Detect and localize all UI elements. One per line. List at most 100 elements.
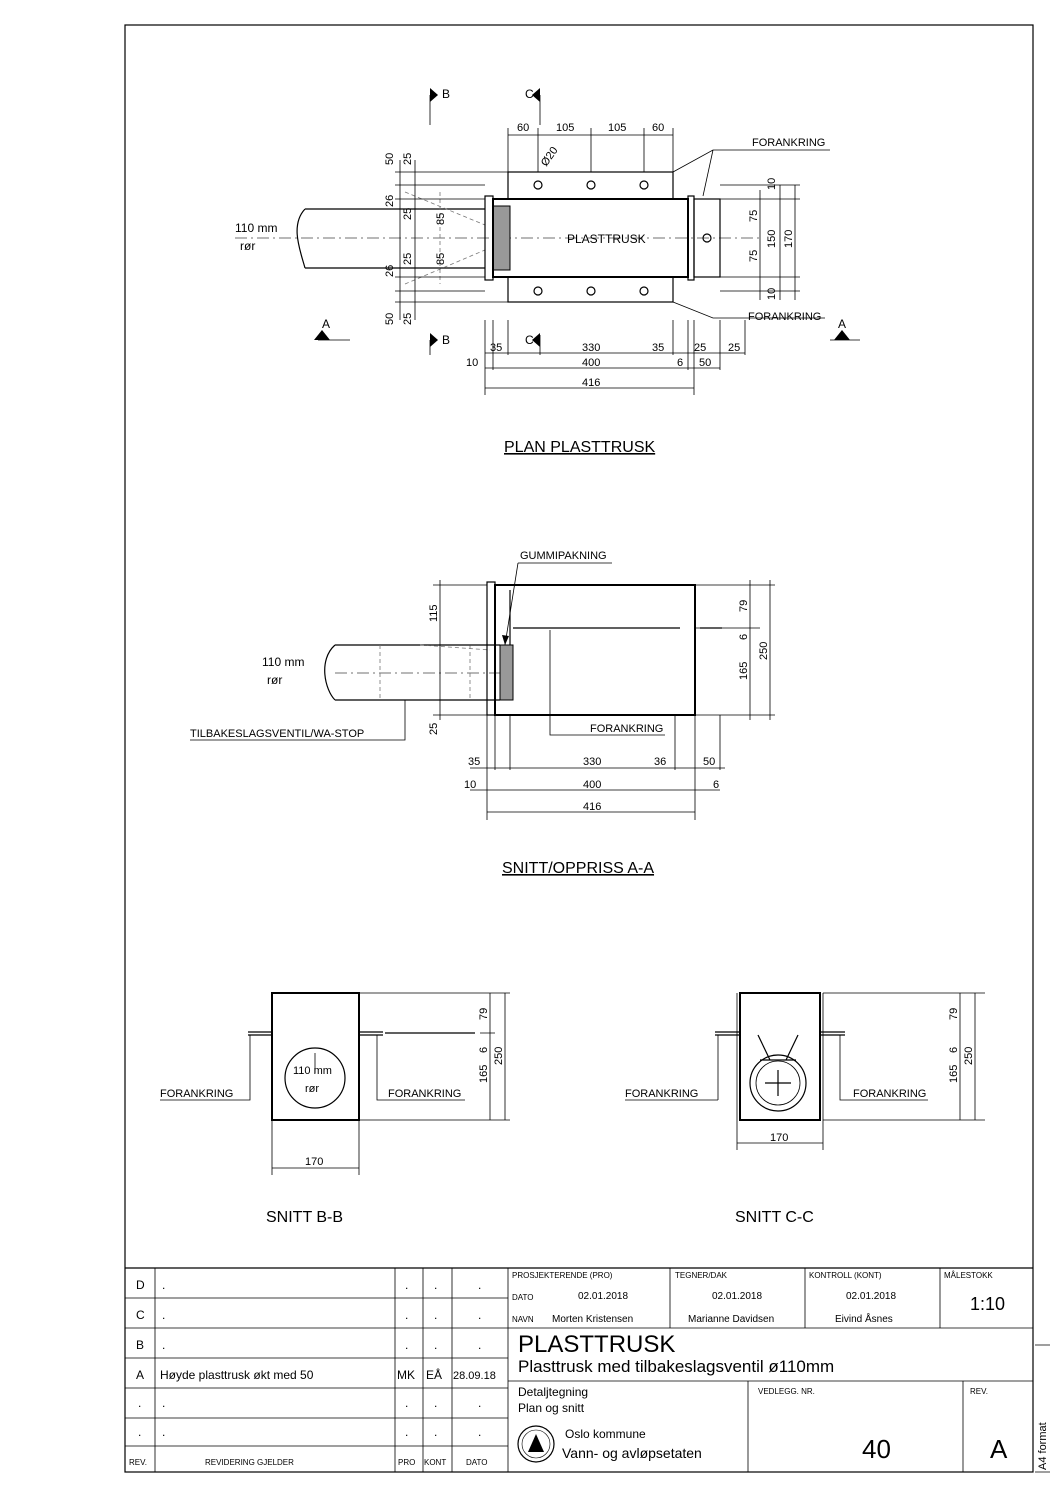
bb-body	[271, 992, 360, 1121]
cc-dim-right-0: 79	[948, 1008, 960, 1020]
rev-row-2-rev: B	[136, 1338, 144, 1352]
tb-kontroll-label: KONTROLL (KONT)	[809, 1271, 882, 1280]
plan-dim-b1-2: 35	[652, 342, 664, 354]
plan-title: PLAN PLASTTRUSK	[504, 439, 655, 456]
bb-dim-right-0: 79	[478, 1008, 490, 1020]
aa-dim-right-2: 165	[738, 662, 750, 680]
rev-row-1-dato: .	[478, 1308, 481, 1322]
bb-dim-right-3: 250	[493, 1047, 505, 1065]
plan-dim-top-3: 60	[652, 122, 664, 134]
plan-dims-right: 10 75 150 170 75 10	[748, 178, 795, 300]
plan-section-b-top: B	[442, 87, 450, 101]
bb-pipe-1: 110 mm	[293, 1065, 332, 1077]
plan-dim-l-0: 50	[384, 153, 396, 165]
plan-dim-l-4: 85	[435, 213, 447, 225]
sheet-border	[124, 24, 1034, 1473]
rev-row-4-text: .	[162, 1396, 165, 1410]
rev-row-5-dato: .	[478, 1425, 481, 1439]
rev-row-4-kont: .	[434, 1396, 437, 1410]
aa-dim-r2-1: 400	[583, 779, 601, 791]
tb-dato-label: DATO	[512, 1293, 533, 1302]
tb-subtitle: Plasttrusk med tilbakeslagsventil ø110mm	[518, 1357, 834, 1376]
aa-anchor-label: FORANKRING	[590, 723, 663, 735]
tb-pro-navn: Morten Kristensen	[552, 1314, 633, 1325]
tb-rev-label: REV.	[970, 1387, 988, 1396]
rev-row-1-rev: C	[136, 1308, 145, 1322]
plan-anchor-plate-top	[507, 171, 674, 200]
plan-dim-b2-0: 10	[466, 357, 478, 369]
plan-dim-b2-1: 400	[582, 357, 600, 369]
rev-row-3: A Høyde plasttrusk økt med 50 MK EÅ 28.0…	[136, 1367, 496, 1382]
oslo-kommune-logo-icon	[517, 1425, 555, 1463]
aa-dim-r1-2: 36	[654, 756, 666, 768]
section-cc-view: FORANKRING FORANKRING 79 6 165 250 170 S…	[625, 992, 985, 1226]
cc-body	[739, 992, 821, 1121]
aa-dim-r2-2: 6	[713, 779, 719, 791]
rev-row-0-pro: .	[405, 1278, 408, 1292]
aa-title: SNITT/OPPRISS A-A	[502, 860, 654, 877]
rev-row-3-dato: 28.09.18	[453, 1370, 496, 1382]
rev-row-4: . . . . .	[138, 1396, 481, 1410]
plan-dim-r-0: 10	[766, 178, 778, 190]
plan-dim-b2-3: 50	[699, 357, 711, 369]
aa-valve-label: TILBAKESLAGSVENTIL/WA-STOP	[190, 728, 364, 740]
aa-dim-left-0: 115	[428, 604, 440, 622]
bb-width: 170	[305, 1156, 323, 1168]
aa-body	[494, 584, 696, 716]
rev-row-5-pro: .	[405, 1425, 408, 1439]
rev-row-5-text: .	[162, 1425, 165, 1439]
rev-row-3-rev: A	[136, 1368, 144, 1382]
aa-dim-right-1: 6	[738, 634, 750, 640]
cc-pipe-circle	[749, 1054, 807, 1112]
bb-anchor-right: FORANKRING	[388, 1088, 461, 1100]
rev-row-4-dato: .	[478, 1396, 481, 1410]
rev-row-0-text: .	[162, 1278, 165, 1292]
section-bb-view: FORANKRING FORANKRING 110 mm rør 79 6 16…	[160, 992, 510, 1226]
rev-row-0-rev: D	[136, 1278, 145, 1292]
tb-main-title: PLASTTRUSK	[518, 1331, 675, 1358]
plan-dim-r-5: 10	[766, 288, 778, 300]
rev-row-1-text: .	[162, 1308, 165, 1322]
plan-dim-l-8: 50	[384, 313, 396, 325]
cc-dim-right-2: 165	[948, 1065, 960, 1083]
plan-section-a-right: A	[838, 317, 846, 331]
bb-pipe-2: rør	[305, 1083, 319, 1095]
tb-vedlegg-label: VEDLEGG. NR.	[758, 1387, 815, 1396]
plan-dim-r-3: 170	[783, 230, 795, 248]
tb-kont-dato: 02.01.2018	[846, 1291, 896, 1302]
aa-gasket	[499, 644, 514, 701]
aa-dim-right-0: 79	[738, 600, 750, 612]
plan-dims-bottom: 35 330 35 25 25 10 400 6 50 416	[466, 342, 740, 389]
plan-dim-l-3: 25	[402, 208, 414, 220]
tb-org-1: Oslo kommune	[565, 1427, 646, 1441]
rev-row-4-pro: .	[405, 1396, 408, 1410]
tb-line4: Plan og snitt	[518, 1401, 585, 1415]
tb-rev-value: A	[990, 1434, 1008, 1464]
tb-org-2: Vann- og avløpsetaten	[562, 1445, 702, 1461]
rev-row-1-kont: .	[434, 1308, 437, 1322]
rev-row-2-pro: .	[405, 1338, 408, 1352]
plan-dim-l-7: 26	[384, 265, 396, 277]
plan-dim-top-1: 105	[556, 122, 574, 134]
tb-malestokk-label: MÅLESTOKK	[944, 1271, 993, 1280]
plan-section-b-bottom: B	[442, 333, 450, 347]
rev-header-dato: DATO	[466, 1458, 487, 1467]
plan-dim-r-1: 75	[748, 210, 760, 222]
plan-section-a-left: A	[322, 317, 330, 331]
rev-row-3-text: Høyde plasttrusk økt med 50	[160, 1368, 314, 1382]
cc-anchor-right: FORANKRING	[853, 1088, 926, 1100]
plan-dims-top: 60 105 105 60	[517, 122, 664, 134]
rev-row-3-pro: MK	[397, 1368, 415, 1382]
plan-section-c-top: C	[525, 87, 534, 101]
cc-anchor-left: FORANKRING	[625, 1088, 698, 1100]
rev-row-2: B . . . .	[136, 1338, 481, 1352]
tb-kont-navn: Eivind Åsnes	[835, 1312, 893, 1325]
rev-row-5: . . . . .	[138, 1425, 481, 1439]
rev-row-0-kont: .	[434, 1278, 437, 1292]
aa-pipe-label-2: rør	[267, 673, 282, 687]
rev-row-2-text: .	[162, 1338, 165, 1352]
rev-row-1-pro: .	[405, 1308, 408, 1322]
rev-row-5-kont: .	[434, 1425, 437, 1439]
bb-dim-right-1: 6	[478, 1047, 490, 1053]
